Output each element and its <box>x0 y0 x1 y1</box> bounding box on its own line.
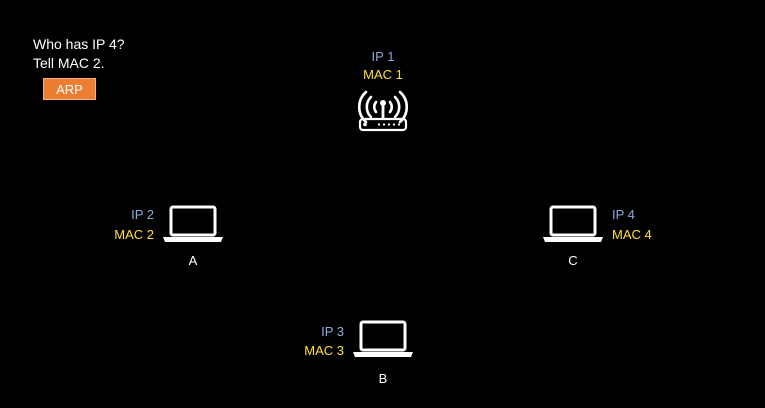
laptop-icon <box>353 320 413 357</box>
host-c-ip-label: IP 4 <box>612 207 635 222</box>
router-ip-label: IP 1 <box>371 49 395 64</box>
host-b-name: B <box>378 371 388 386</box>
host-a-ip-label: IP 2 <box>131 207 154 222</box>
host-a-name: A <box>188 253 198 268</box>
host-a-mac-label: MAC 2 <box>114 227 154 242</box>
arp-packet-badge: ARP <box>43 78 96 100</box>
host-c-mac-label: MAC 4 <box>612 227 652 242</box>
arp-question: Who has IP 4? Tell MAC 2. <box>33 35 125 73</box>
arp-question-line1: Who has IP 4? <box>33 36 125 52</box>
host-b-mac-label: MAC 3 <box>304 343 344 358</box>
router-mac-label: MAC 1 <box>363 67 403 82</box>
laptop-icon <box>163 205 223 242</box>
wireless-router-icon <box>357 90 409 132</box>
host-b-ip-label: IP 3 <box>321 324 344 339</box>
laptop-icon <box>543 205 603 242</box>
host-c-name: C <box>568 253 578 268</box>
arp-packet-label: ARP <box>56 81 83 97</box>
arp-question-line2: Tell MAC 2. <box>33 55 105 71</box>
